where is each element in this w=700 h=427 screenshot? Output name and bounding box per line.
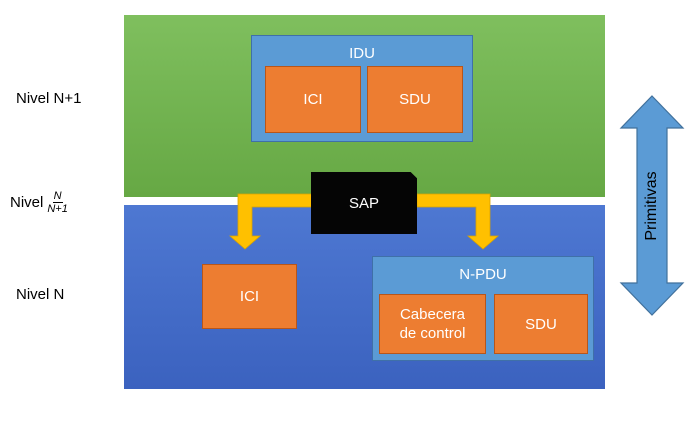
sap-box: SAP [311, 172, 417, 234]
level-n-plus-1-label: Nivel N+1 [16, 90, 82, 107]
level-interface-prefix: Nivel [10, 194, 44, 211]
primitives-double-arrow [619, 95, 685, 316]
top-ici-box: ICI [265, 66, 361, 133]
control-header-box: Cabecera de control [379, 294, 486, 354]
control-header-line2: de control [399, 325, 466, 342]
level-fraction: N N+1 [47, 190, 68, 215]
primitives-label: Primitivas [643, 171, 660, 241]
npdu-title: N-PDU [459, 266, 507, 283]
fraction-denominator: N+1 [47, 203, 68, 215]
fraction-numerator: N [52, 190, 63, 203]
level-interface-label: Nivel N N+1 [10, 190, 68, 215]
bottom-sdu-box: SDU [494, 294, 588, 354]
bottom-ici-box: ICI [202, 264, 297, 329]
idu-title: IDU [349, 45, 375, 62]
control-header-line1: Cabecera [399, 306, 466, 323]
level-n-label: Nivel N [16, 286, 65, 303]
right-yellow-arrow [416, 193, 500, 250]
top-sdu-box: SDU [367, 66, 463, 133]
left-yellow-arrow [228, 193, 313, 250]
